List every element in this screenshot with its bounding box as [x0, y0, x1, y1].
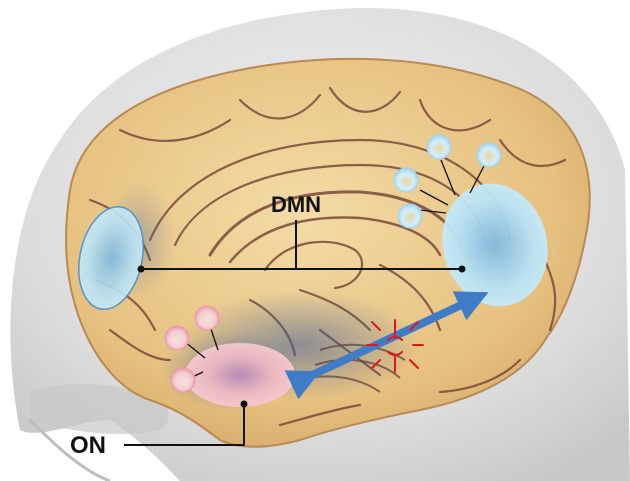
dmn-node-1: [394, 168, 418, 192]
dmn-node-point-right: [459, 266, 466, 273]
on-node-3: [171, 368, 195, 392]
on-node-2: [195, 306, 219, 330]
on-node-1: [165, 326, 189, 350]
dmn-node-4: [398, 204, 422, 228]
dmn-node-2: [427, 135, 451, 159]
dmn-node-point-left: [138, 266, 145, 273]
on-region: [185, 343, 295, 407]
dmn-node-3: [477, 143, 501, 167]
dmn-label: DMN: [271, 192, 321, 217]
on-node-point: [241, 401, 248, 408]
on-label: ON: [70, 432, 106, 459]
